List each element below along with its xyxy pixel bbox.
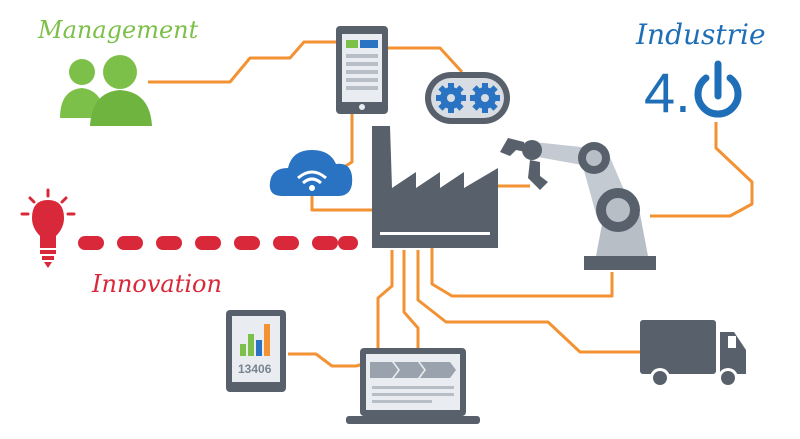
chart-tablet-icon: 13406 [226,310,286,392]
truck-icon [640,320,746,388]
robot-arm-icon [500,138,656,270]
cloud-wifi-icon [269,150,353,196]
innovation-label: Innovation [91,270,222,298]
connector-lines [148,40,754,368]
line-power-robot [650,122,754,218]
industrie-label: Industrie [635,18,766,51]
line-cloud-factory [310,196,372,212]
people-icon [60,55,152,126]
line-factory-truck [416,250,640,354]
tablet-icon [336,26,388,114]
line-tablet-gears [388,46,464,74]
power-icon [694,60,742,118]
lightbulb-icon [20,188,76,268]
line-factory-laptop [402,250,420,348]
line-management-tablet [148,40,336,84]
management-label: Management [37,16,199,44]
line-tablet-cloud [335,112,354,174]
version-label: 4. [644,61,691,124]
innovation-dashes [78,236,358,250]
laptop-icon [346,348,480,424]
factory-icon [372,126,498,248]
line-factory-robot-base [430,248,614,298]
gears-icon [425,72,510,124]
tablet-number: 13406 [238,362,272,376]
